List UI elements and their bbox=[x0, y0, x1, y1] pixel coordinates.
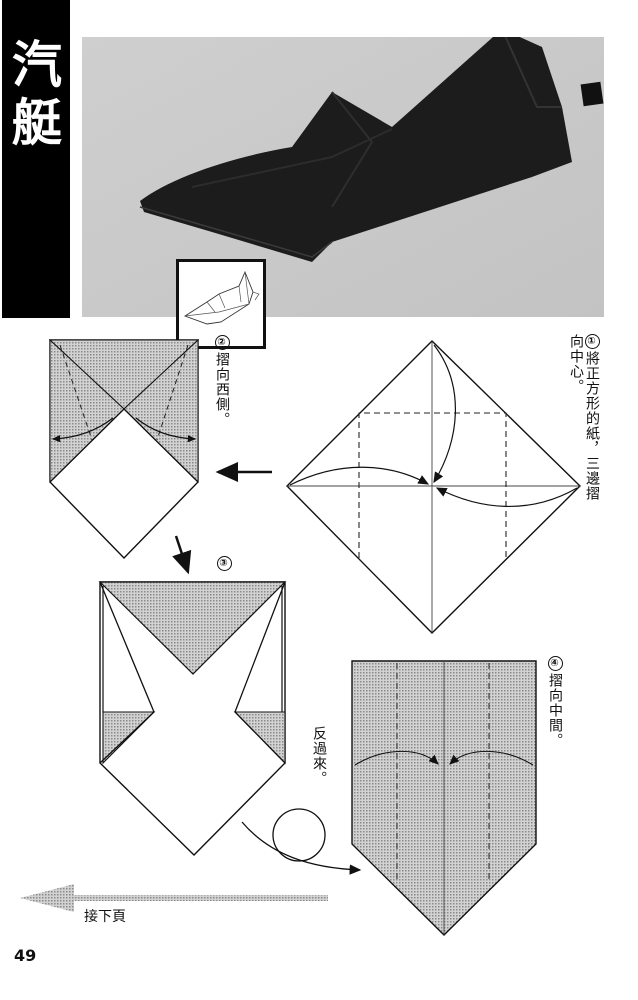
origami-boat-image bbox=[82, 37, 604, 317]
step-2-diagram bbox=[48, 338, 200, 560]
motorboat-photo bbox=[82, 37, 604, 349]
step-2-text: ② 摺向西側。 bbox=[214, 335, 230, 427]
next-page-label[interactable]: 接下頁 bbox=[84, 909, 126, 925]
step-arrow-down bbox=[172, 535, 192, 575]
step-3-number: ③ bbox=[216, 556, 232, 571]
turn-over-symbol bbox=[241, 808, 362, 875]
step-4-number: ④ bbox=[547, 656, 563, 671]
step-1-diagram bbox=[286, 340, 581, 634]
step-4-instruction: 摺向中間。 bbox=[547, 673, 563, 748]
step-2-instruction: 摺向西側。 bbox=[214, 352, 230, 427]
title-bar: 汽艇 bbox=[2, 0, 70, 318]
next-page-arrow bbox=[20, 884, 328, 912]
step-3-diagram bbox=[98, 581, 287, 856]
step-3-text: ③ bbox=[216, 556, 232, 573]
step-4-diagram bbox=[351, 660, 537, 936]
step-1-number: ① bbox=[584, 334, 600, 349]
turn-over-text: 反過來。 bbox=[311, 726, 327, 786]
step-1-instruction: 將正方形的紙，三邊摺向中心。 bbox=[568, 334, 600, 501]
step-2-number: ② bbox=[214, 335, 230, 350]
boat-outline-icon bbox=[183, 270, 260, 325]
page-number: 49 bbox=[14, 946, 37, 965]
step-1-text: ①將正方形的紙，三邊摺向中心。 bbox=[568, 334, 600, 514]
step-4-text: ④ 摺向中間。 bbox=[547, 656, 563, 748]
page-title: 汽艇 bbox=[12, 36, 62, 152]
inset-line-drawing bbox=[176, 259, 266, 349]
